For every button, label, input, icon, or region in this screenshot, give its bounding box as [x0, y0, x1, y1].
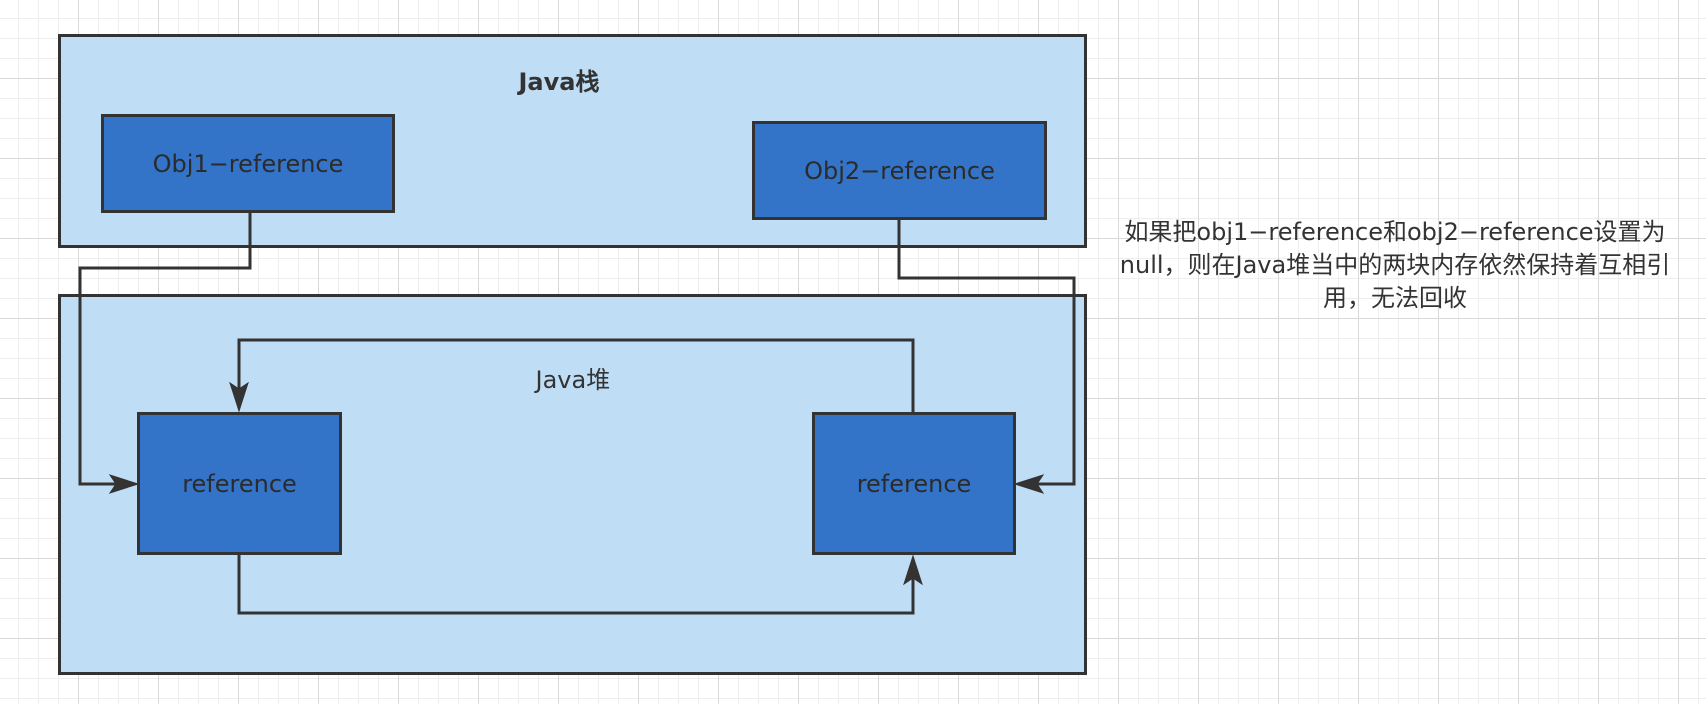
obj1-reference-label: Obj1−reference — [152, 149, 344, 178]
edge-obj1-to-left-ref — [78, 213, 252, 486]
obj2-reference-label: Obj2−reference — [804, 156, 995, 185]
arrowhead-into-right-ref — [1013, 474, 1045, 494]
heap-left-reference-label: reference — [182, 469, 297, 498]
heap-left-reference-node[interactable]: reference — [137, 412, 342, 555]
heap-right-reference-label: reference — [856, 469, 972, 498]
obj2-reference-node[interactable]: Obj2−reference — [752, 121, 1047, 220]
java-heap-title: Java堆 — [535, 366, 611, 394]
edge-left-ref-to-right-ref — [237, 555, 915, 615]
heap-right-reference-node[interactable]: reference — [812, 412, 1016, 555]
obj1-reference-node[interactable]: Obj1−reference — [101, 114, 395, 213]
arrowhead-down-to-left-ref — [229, 381, 249, 413]
arrowhead-into-left-ref — [108, 474, 140, 494]
annotation-note: 如果把obj1−reference和obj2−reference设置为null，… — [1119, 218, 1671, 312]
arrowhead-up-to-right-ref — [903, 554, 923, 586]
java-stack-title: Java栈 — [518, 68, 600, 96]
edge-right-ref-to-left-ref — [237, 338, 915, 412]
edge-obj2-to-right-ref — [897, 220, 1076, 486]
